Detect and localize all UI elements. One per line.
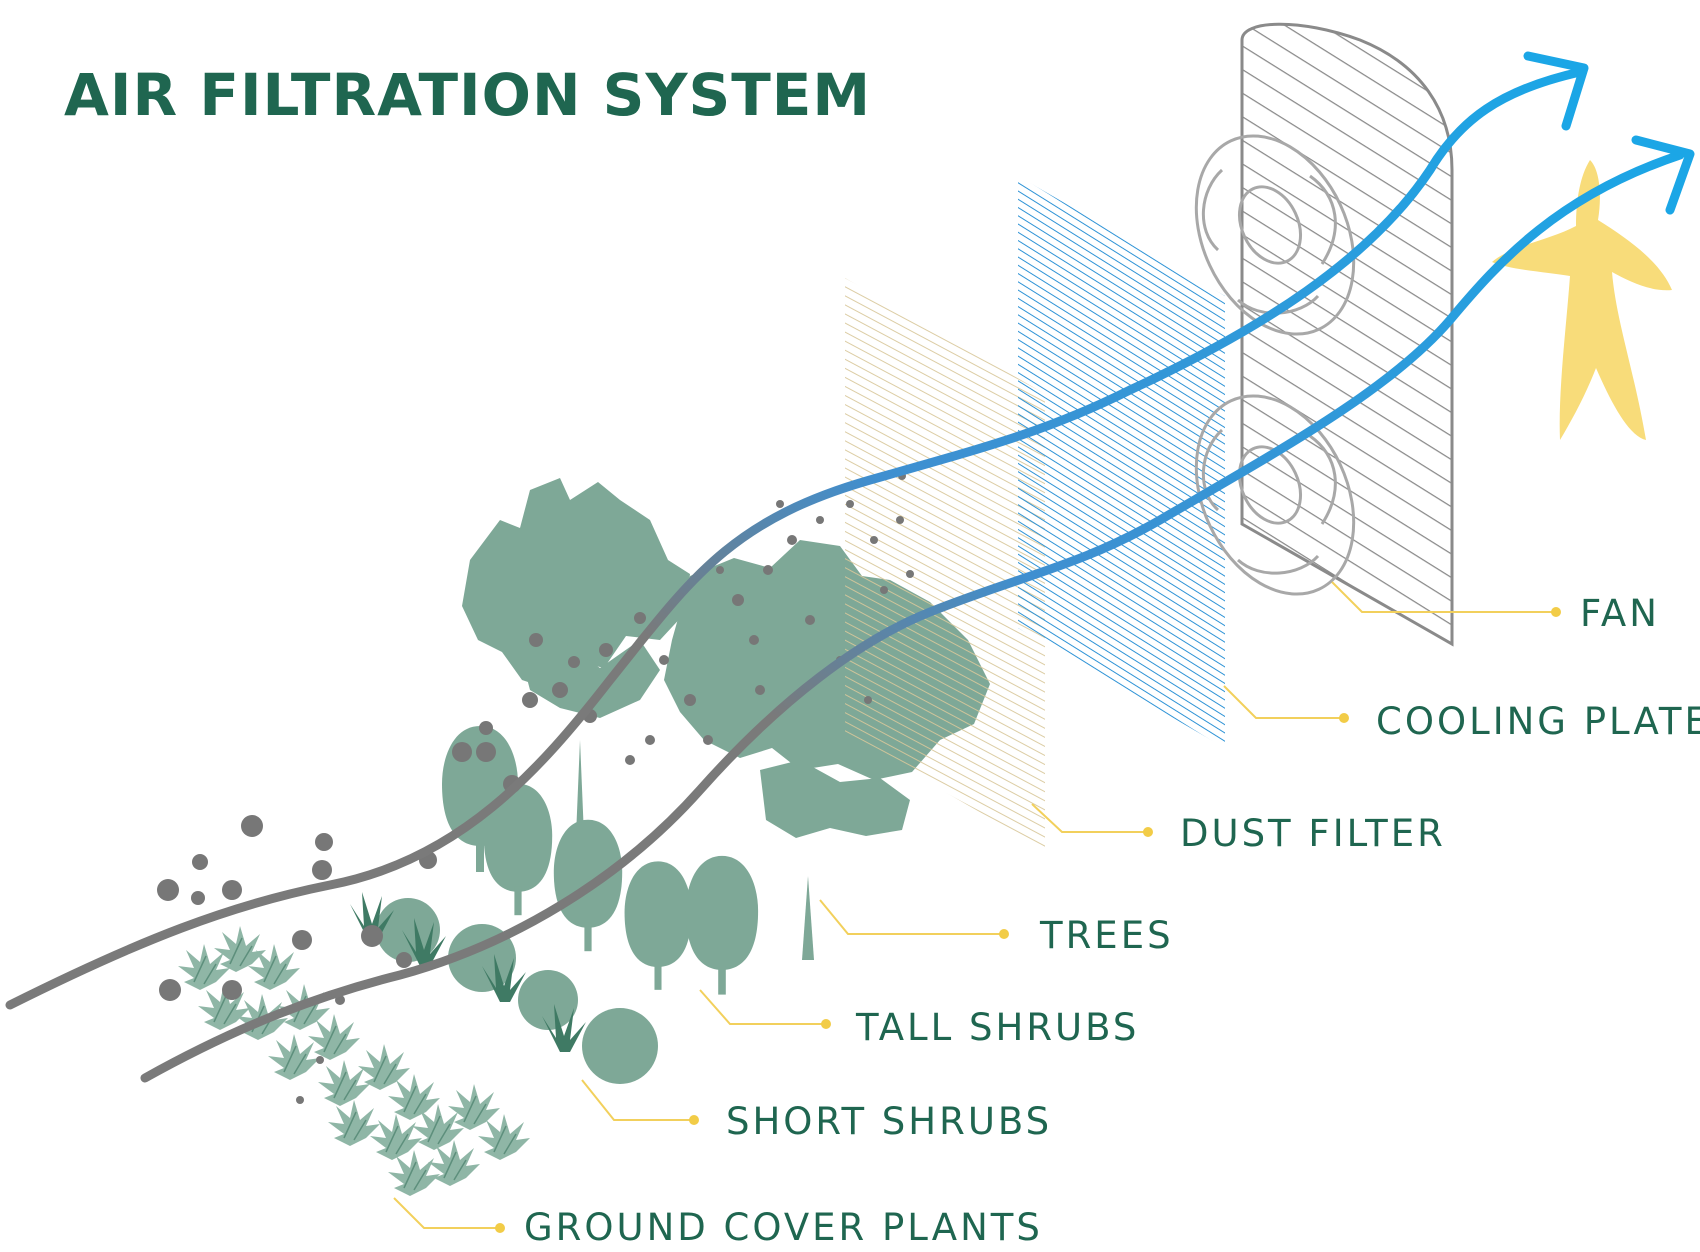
leader-dot-short-shrubs — [689, 1115, 699, 1125]
tree-icon — [624, 861, 692, 990]
leader-cooling — [1223, 685, 1344, 719]
label-trees: TREES — [1039, 914, 1174, 957]
fern-icon — [213, 925, 267, 973]
fan-icon — [1194, 394, 1356, 596]
leader-tall-shrubs — [699, 989, 826, 1025]
label-cooling-plate: COOLING PLATE — [1376, 700, 1700, 743]
air-flow-lower — [140, 150, 1685, 1083]
arrow-icon — [1631, 135, 1695, 215]
leader-ground-cover — [393, 1197, 500, 1229]
leaders — [393, 581, 1561, 1233]
trees-group — [442, 726, 814, 995]
leader-dot-trees — [999, 929, 1009, 939]
leader-dot-fan — [1551, 607, 1561, 617]
leader-dust — [1031, 803, 1148, 833]
tree-spike-icon — [575, 740, 585, 860]
tree-spike-icon — [802, 876, 814, 960]
label-ground-cover: GROUND COVER PLANTS — [524, 1206, 1043, 1249]
leader-dot-cooling — [1339, 713, 1349, 723]
person-icon — [1492, 160, 1672, 440]
leader-short-shrubs — [581, 1079, 694, 1121]
tree-canopy-lower — [760, 760, 910, 838]
air-flow — [5, 51, 1695, 1083]
tree-icon — [685, 855, 759, 995]
cooling-plate-panel — [1018, 176, 1225, 748]
tall-shrubs-group — [350, 892, 658, 1084]
fan-frame — [1240, 22, 1454, 647]
fern-icon — [327, 1099, 381, 1147]
leader-trees — [819, 899, 1004, 935]
fern-icon — [267, 1033, 321, 1081]
leader-dot-dust — [1143, 827, 1153, 837]
fan-unit — [1194, 22, 1454, 647]
page-title: AIR FILTRATION SYSTEM — [64, 61, 871, 129]
shrub-icon — [518, 970, 578, 1030]
label-dust-filter: DUST FILTER — [1180, 812, 1446, 855]
label-tall-shrubs: TALL SHRUBS — [855, 1006, 1139, 1049]
tree-canopy-left — [462, 478, 690, 690]
leader-fan — [1331, 581, 1556, 613]
leader-dot-tall-shrubs — [821, 1019, 831, 1029]
label-short-shrubs: SHORT SHRUBS — [726, 1100, 1052, 1143]
label-fan: FAN — [1580, 592, 1660, 635]
labels: FAN COOLING PLATE DUST FILTER TREES TALL… — [524, 592, 1700, 1249]
fern-icon — [447, 1083, 501, 1131]
shrub-icon — [582, 1008, 658, 1084]
shrub-icon — [376, 898, 440, 962]
air-flow-upper — [5, 67, 1585, 1010]
fern-icon — [357, 1043, 411, 1091]
arrow-icon — [1523, 51, 1589, 131]
fern-icon — [247, 943, 301, 991]
fan-icon — [1194, 134, 1356, 336]
leader-dot-ground-cover — [495, 1223, 505, 1233]
dust-filter-panel — [845, 278, 1045, 850]
